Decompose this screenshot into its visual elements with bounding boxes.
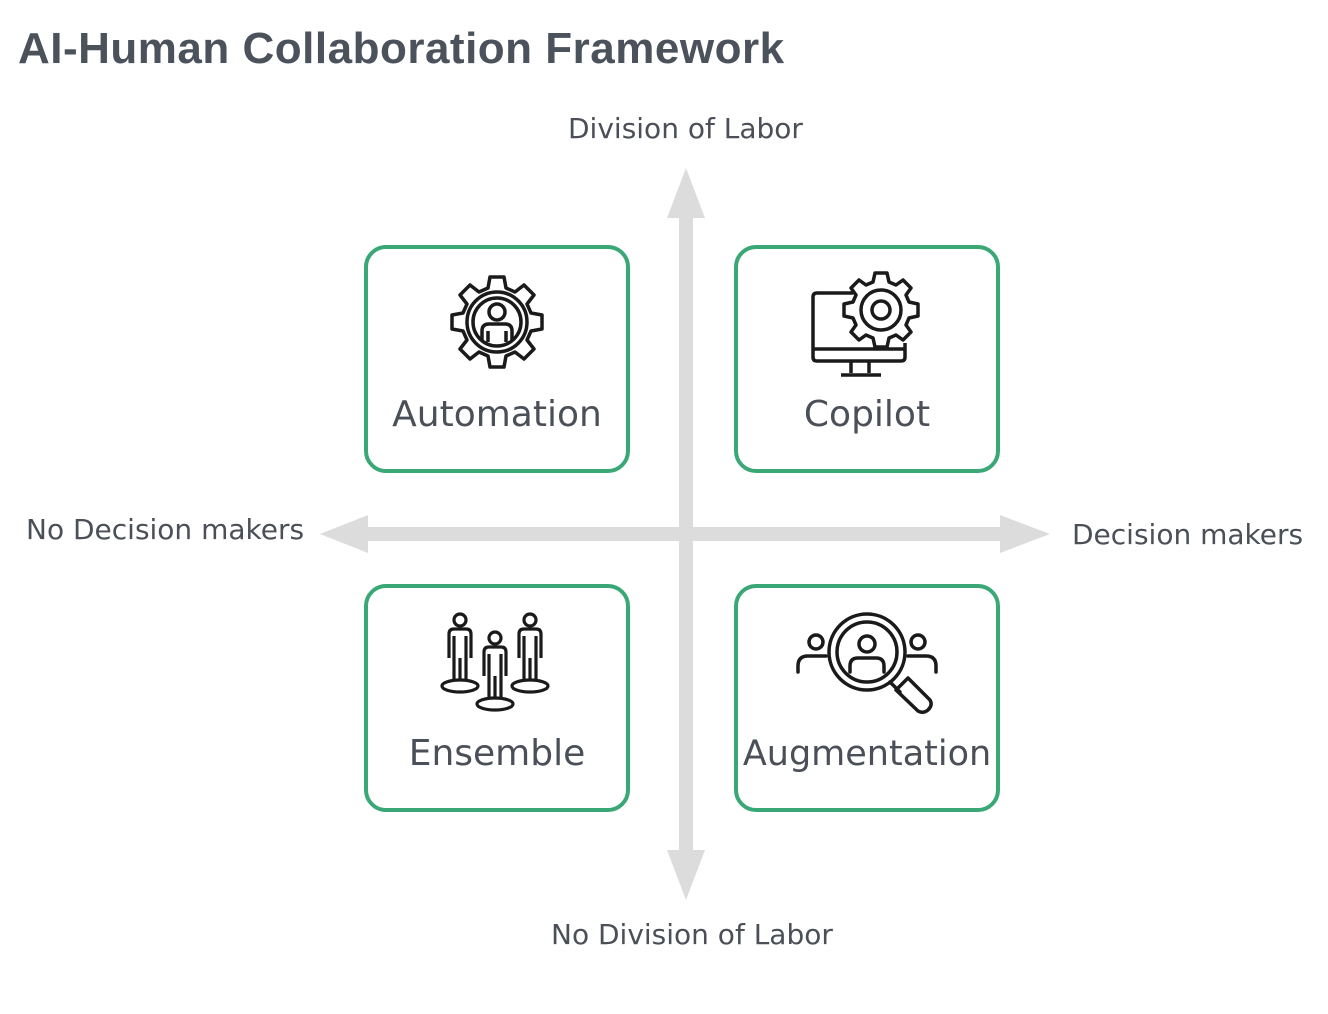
quadrant-label: Automation: [392, 394, 602, 435]
quadrant-label: Augmentation: [742, 734, 992, 774]
magnifier-people-icon: [796, 612, 938, 715]
horizontal-axis-arrow-left: [320, 515, 368, 553]
quadrant-automation: Automation: [364, 245, 630, 473]
vertical-axis-arrow-up: [667, 168, 705, 218]
quadrant-ensemble: Ensemble: [364, 584, 630, 812]
horizontal-axis-line: [364, 527, 1004, 541]
axis-label-left: No Decision makers: [26, 513, 305, 546]
quadrant-label: Ensemble: [408, 733, 586, 774]
monitor-gear-icon: [811, 271, 920, 377]
axis-label-top: Division of Labor: [568, 112, 803, 145]
group-people-icon: [440, 612, 550, 712]
page-title: AI-Human Collaboration Framework: [18, 24, 785, 73]
vertical-axis-arrow-down: [667, 850, 705, 900]
axis-label-right: Decision makers: [1072, 518, 1304, 551]
quadrant-augmentation: Augmentation: [734, 584, 1000, 812]
gear-person-icon: [450, 275, 544, 369]
horizontal-axis-arrow-right: [1000, 515, 1050, 553]
axis-label-bottom: No Division of Labor: [551, 918, 833, 951]
quadrant-copilot: Copilot: [734, 245, 1000, 473]
quadrant-label: Copilot: [803, 394, 931, 435]
